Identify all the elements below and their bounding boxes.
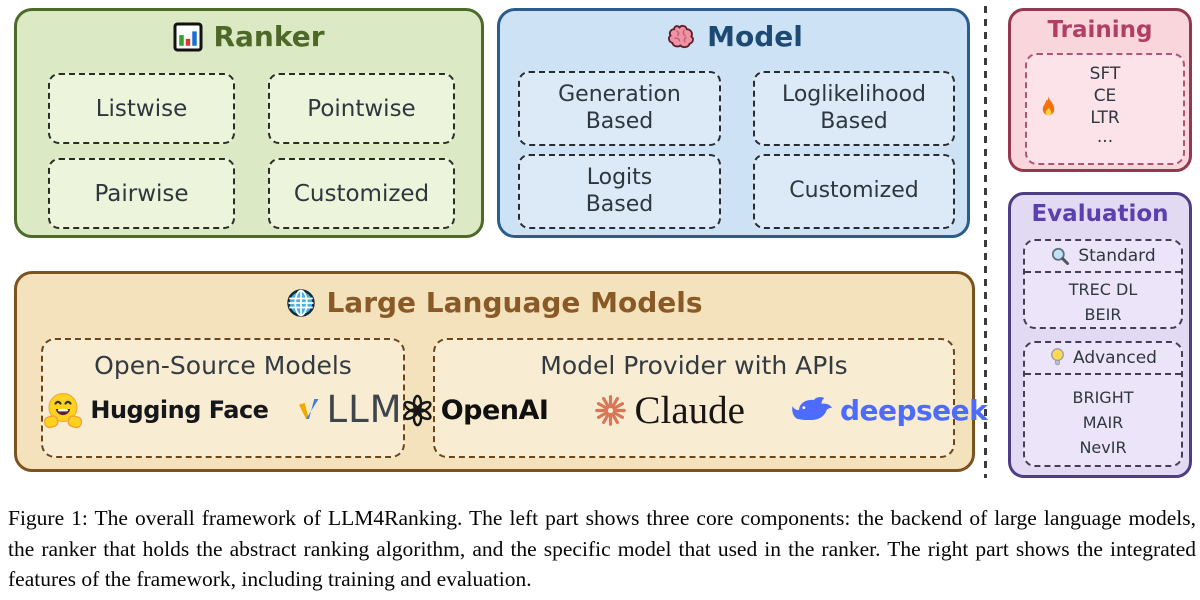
evaluation-title-label: Evaluation <box>1031 201 1169 227</box>
open-source-models-box: Open-Source Models <box>41 338 405 458</box>
training-method-ellipsis: ... <box>1096 127 1114 147</box>
training-method: LTR <box>1090 108 1120 128</box>
ranker-item-label: Pointwise <box>307 95 416 122</box>
model-provider-box: Model Provider with APIs <box>403 338 988 458</box>
evaluation-standard-list: TREC DL BEIR <box>1025 273 1181 327</box>
training-method-list: SFT CE LTR ... <box>1027 63 1183 147</box>
model-title-label: Model <box>707 20 803 53</box>
open-source-models-title: Open-Source Models <box>94 351 352 380</box>
ranker-item-customized: Customized <box>268 158 455 229</box>
model-item-label: Logits Based <box>585 164 654 217</box>
benchmark: TREC DL <box>1068 280 1138 299</box>
model-item-generation-based: Generation Based <box>518 71 721 146</box>
magnifier-icon <box>1050 246 1071 267</box>
flame-icon <box>1037 96 1060 123</box>
model-panel: Model Generation Based Loglikelihood Bas… <box>497 8 970 238</box>
hugging-face-logo: Hugging Face <box>43 391 269 429</box>
llm-title: Large Language Models <box>17 286 972 319</box>
training-title-label: Training <box>1047 17 1153 43</box>
benchmark: NevIR <box>1079 438 1127 457</box>
section-divider <box>984 6 987 478</box>
model-item-label: Loglikelihood Based <box>781 81 927 134</box>
training-methods-box: SFT CE LTR ... <box>1025 53 1185 165</box>
open-source-logo-row: Hugging Face LLM <box>43 388 403 431</box>
evaluation-standard-box: Standard TREC DL BEIR <box>1023 239 1183 329</box>
ranker-title-label: Ranker <box>213 20 325 53</box>
vllm-logo: LLM <box>298 388 402 431</box>
provider-logo-row: OpenAI <box>403 388 988 433</box>
vllm-v-icon <box>298 398 319 421</box>
training-panel: Training SFT CE LTR ... <box>1008 8 1192 172</box>
model-provider-title: Model Provider with APIs <box>540 351 848 380</box>
ranker-panel: Ranker Listwise Pointwise Pairwise Custo… <box>14 8 484 238</box>
openai-icon <box>401 394 434 427</box>
evaluation-advanced-box: Advanced BRIGHT MAIR NevIR <box>1023 341 1183 467</box>
deepseek-logo: deepseek <box>791 394 988 427</box>
ranker-title: Ranker <box>17 20 481 53</box>
model-item-loglikelihood-based: Loglikelihood Based <box>753 71 955 146</box>
bar-chart-icon <box>173 22 203 52</box>
model-item-label: Customized <box>789 178 919 204</box>
benchmark: BRIGHT <box>1072 388 1134 407</box>
evaluation-advanced-label: Advanced <box>1073 348 1157 368</box>
evaluation-title: Evaluation <box>1011 201 1189 227</box>
lightbulb-icon <box>1049 347 1066 369</box>
claude-wordmark: Claude <box>634 389 745 432</box>
claude-logo: Claude <box>594 388 745 433</box>
claude-starburst-icon <box>594 394 627 427</box>
ranker-item-label: Listwise <box>95 95 188 122</box>
ranker-item-listwise: Listwise <box>48 73 235 144</box>
figure-caption: Figure 1: The overall framework of LLM4R… <box>8 506 1196 591</box>
hugging-face-icon <box>43 391 83 429</box>
benchmark: MAIR <box>1082 413 1124 432</box>
ranker-item-pairwise: Pairwise <box>48 158 235 229</box>
training-method: SFT <box>1089 64 1121 84</box>
ranker-item-label: Customized <box>293 180 430 207</box>
llm-panel: Large Language Models Open-Source Models <box>14 271 988 472</box>
ranker-item-pointwise: Pointwise <box>268 73 455 144</box>
evaluation-standard-label: Standard <box>1078 246 1156 266</box>
model-item-label: Generation Based <box>558 81 681 134</box>
benchmark: BEIR <box>1084 305 1122 324</box>
evaluation-panel: Evaluation Standard TREC DL BEIR <box>1008 192 1192 478</box>
training-method: CE <box>1093 86 1117 106</box>
hugging-face-wordmark: Hugging Face <box>90 395 269 424</box>
brain-icon <box>664 22 697 51</box>
evaluation-advanced-list: BRIGHT MAIR NevIR <box>1025 375 1181 460</box>
vllm-wordmark: LLM <box>326 388 403 431</box>
globe-icon <box>286 288 316 318</box>
llm-title-label: Large Language Models <box>326 286 703 319</box>
model-item-customized: Customized <box>753 154 955 229</box>
openai-logo: OpenAI <box>401 394 549 427</box>
model-item-logits-based: Logits Based <box>518 154 721 229</box>
deepseek-whale-icon <box>791 395 833 426</box>
deepseek-wordmark: deepseek <box>839 394 988 427</box>
evaluation-advanced-header: Advanced <box>1025 343 1181 375</box>
openai-wordmark: OpenAI <box>440 395 549 426</box>
training-title: Training <box>1011 17 1189 43</box>
ranker-item-label: Pairwise <box>94 180 189 207</box>
model-title: Model <box>500 20 967 53</box>
evaluation-standard-header: Standard <box>1025 241 1181 273</box>
